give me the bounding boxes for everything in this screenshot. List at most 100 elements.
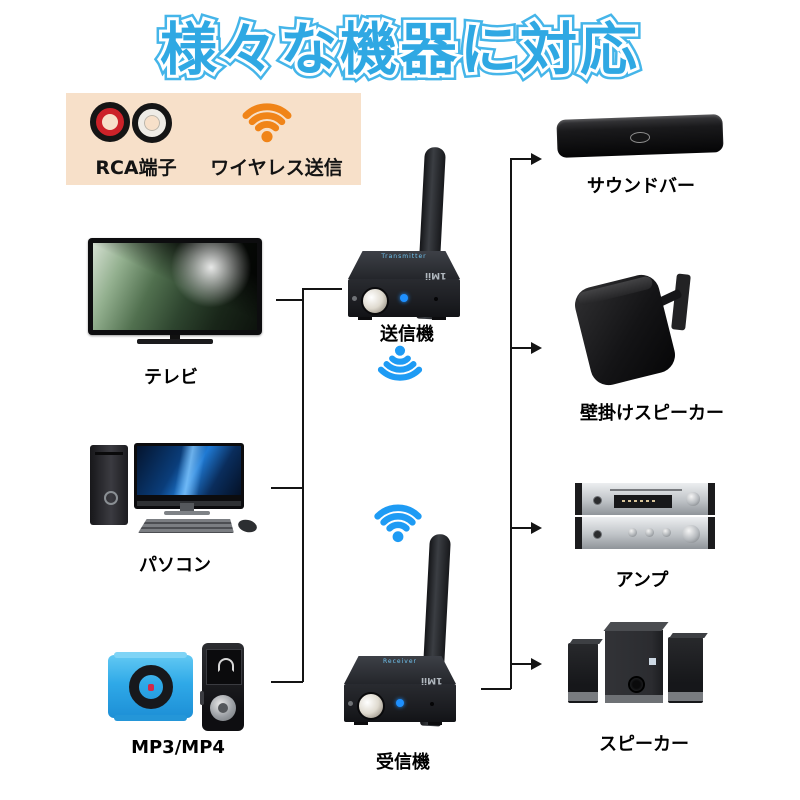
wireless-legend-label: ワイヤレス送信 <box>210 157 343 179</box>
cd-slot <box>610 489 682 491</box>
headphones-icon <box>218 658 234 672</box>
usb-port <box>593 496 602 505</box>
connector-line <box>276 299 303 301</box>
mp4-control-pad <box>210 695 236 721</box>
connector-line <box>511 347 532 349</box>
tv-label: テレビ <box>144 367 198 388</box>
mp4-screen <box>206 649 242 685</box>
rca-legend-label: RCA端子 <box>95 157 177 179</box>
transmitter-device-text: Transmitter <box>381 253 427 260</box>
tv-stand <box>170 335 180 340</box>
receiver-label: 受信機 <box>376 752 430 773</box>
headphone-jack <box>593 530 602 539</box>
page-title: 様々な機器に対応 様々な機器に対応 様々な機器に対応 <box>0 8 800 92</box>
connector-line <box>271 681 303 683</box>
mp3-mp4-label: MP3/MP4 <box>131 737 225 758</box>
pc-label: パソコン <box>139 555 211 576</box>
connector-line <box>302 288 342 290</box>
subwoofer-port <box>628 676 645 693</box>
pc-monitor <box>134 443 244 509</box>
amplifier-label: アンプ <box>615 570 669 591</box>
screw-icon <box>348 701 353 706</box>
page-title-stroke: 様々な機器に対応 <box>157 14 640 86</box>
legend-panel: RCA端子 ワイヤレス送信 <box>66 93 361 185</box>
arrow-right-icon <box>531 342 542 354</box>
connector-line <box>511 527 532 529</box>
cd-player-unit <box>575 483 715 515</box>
arrow-right-icon <box>531 153 542 165</box>
tv-stand-base <box>137 339 213 344</box>
brand-logo: 1Mii <box>424 270 446 280</box>
connector-line <box>511 158 532 160</box>
pc-mouse <box>236 517 259 535</box>
power-led <box>400 294 408 302</box>
amp-knob <box>645 528 654 537</box>
receiver-device-text: Receiver <box>383 658 417 665</box>
speakers-label: スピーカー <box>599 734 689 755</box>
receiver-image: Receiver 1Mii <box>336 533 476 734</box>
wifi-signal-up-icon <box>374 504 422 543</box>
transmitter-box: Transmitter 1Mii <box>348 251 460 320</box>
brand-logo: 1Mii <box>420 675 442 685</box>
amp-knob <box>662 528 671 537</box>
amp-knob <box>686 492 700 506</box>
connector-line <box>511 663 532 665</box>
transmitter-front: 1Mii <box>348 270 460 320</box>
amplifier-image <box>575 483 715 551</box>
receiver-front: 1Mii <box>344 675 456 725</box>
rca-plug-red-icon <box>90 102 130 142</box>
pc-monitor-base <box>164 511 210 515</box>
pairing-pinhole <box>434 297 438 301</box>
connector-line <box>302 288 304 682</box>
wall-speaker-image <box>571 268 702 389</box>
pc-image <box>88 443 260 535</box>
satellite-speaker-left <box>568 643 598 703</box>
wifi-signal-down-icon <box>377 345 423 381</box>
mp3-mp4-image <box>108 643 248 733</box>
transmitter-top: Transmitter <box>348 251 460 279</box>
volume-knob <box>682 525 700 543</box>
wall-mount-plate <box>671 273 691 331</box>
power-led <box>396 699 404 707</box>
rca-input-jack <box>357 692 385 720</box>
subwoofer-badge <box>649 658 656 665</box>
amp-display <box>614 495 672 508</box>
mp3-control-ring <box>129 665 173 709</box>
connector-line <box>481 688 511 690</box>
tv-screen <box>93 243 257 330</box>
speakers-image <box>560 612 710 707</box>
receiver-top: Receiver <box>344 656 456 684</box>
rca-output-jack <box>361 287 389 315</box>
connector-line <box>271 487 303 489</box>
amplifier-unit <box>575 517 715 549</box>
soundbar-image <box>556 114 724 158</box>
tv-frame <box>88 238 262 335</box>
connector-line <box>510 158 512 689</box>
mp3-play-icon <box>148 684 154 691</box>
transmitter-image: Transmitter 1Mii <box>340 146 480 333</box>
soundbar-logo <box>629 131 651 144</box>
wireless-icon <box>242 103 292 143</box>
mp3-player <box>108 652 193 721</box>
satellite-speaker-right <box>668 637 703 703</box>
page-title-text: 様々な機器に対応 <box>160 17 640 83</box>
arrow-right-icon <box>531 658 542 670</box>
pairing-pinhole <box>430 702 434 706</box>
tv-image <box>88 238 262 344</box>
wall-speaker-body <box>571 271 679 389</box>
wall-speaker-label: 壁掛けスピーカー <box>580 403 724 424</box>
receiver-box: Receiver 1Mii <box>344 656 456 725</box>
amp-knob <box>628 528 637 537</box>
pc-keyboard <box>138 519 234 533</box>
arrow-right-icon <box>531 522 542 534</box>
mp4-side-button <box>200 691 204 705</box>
mp4-player <box>200 643 244 731</box>
page-title-outline: 様々な機器に対応 <box>155 12 643 89</box>
pc-tower <box>90 445 128 525</box>
subwoofer <box>605 630 663 703</box>
pc-screen <box>137 446 241 495</box>
rca-plug-white-icon <box>132 103 172 143</box>
screw-icon <box>352 296 357 301</box>
pc-monitor-stand <box>180 503 194 512</box>
